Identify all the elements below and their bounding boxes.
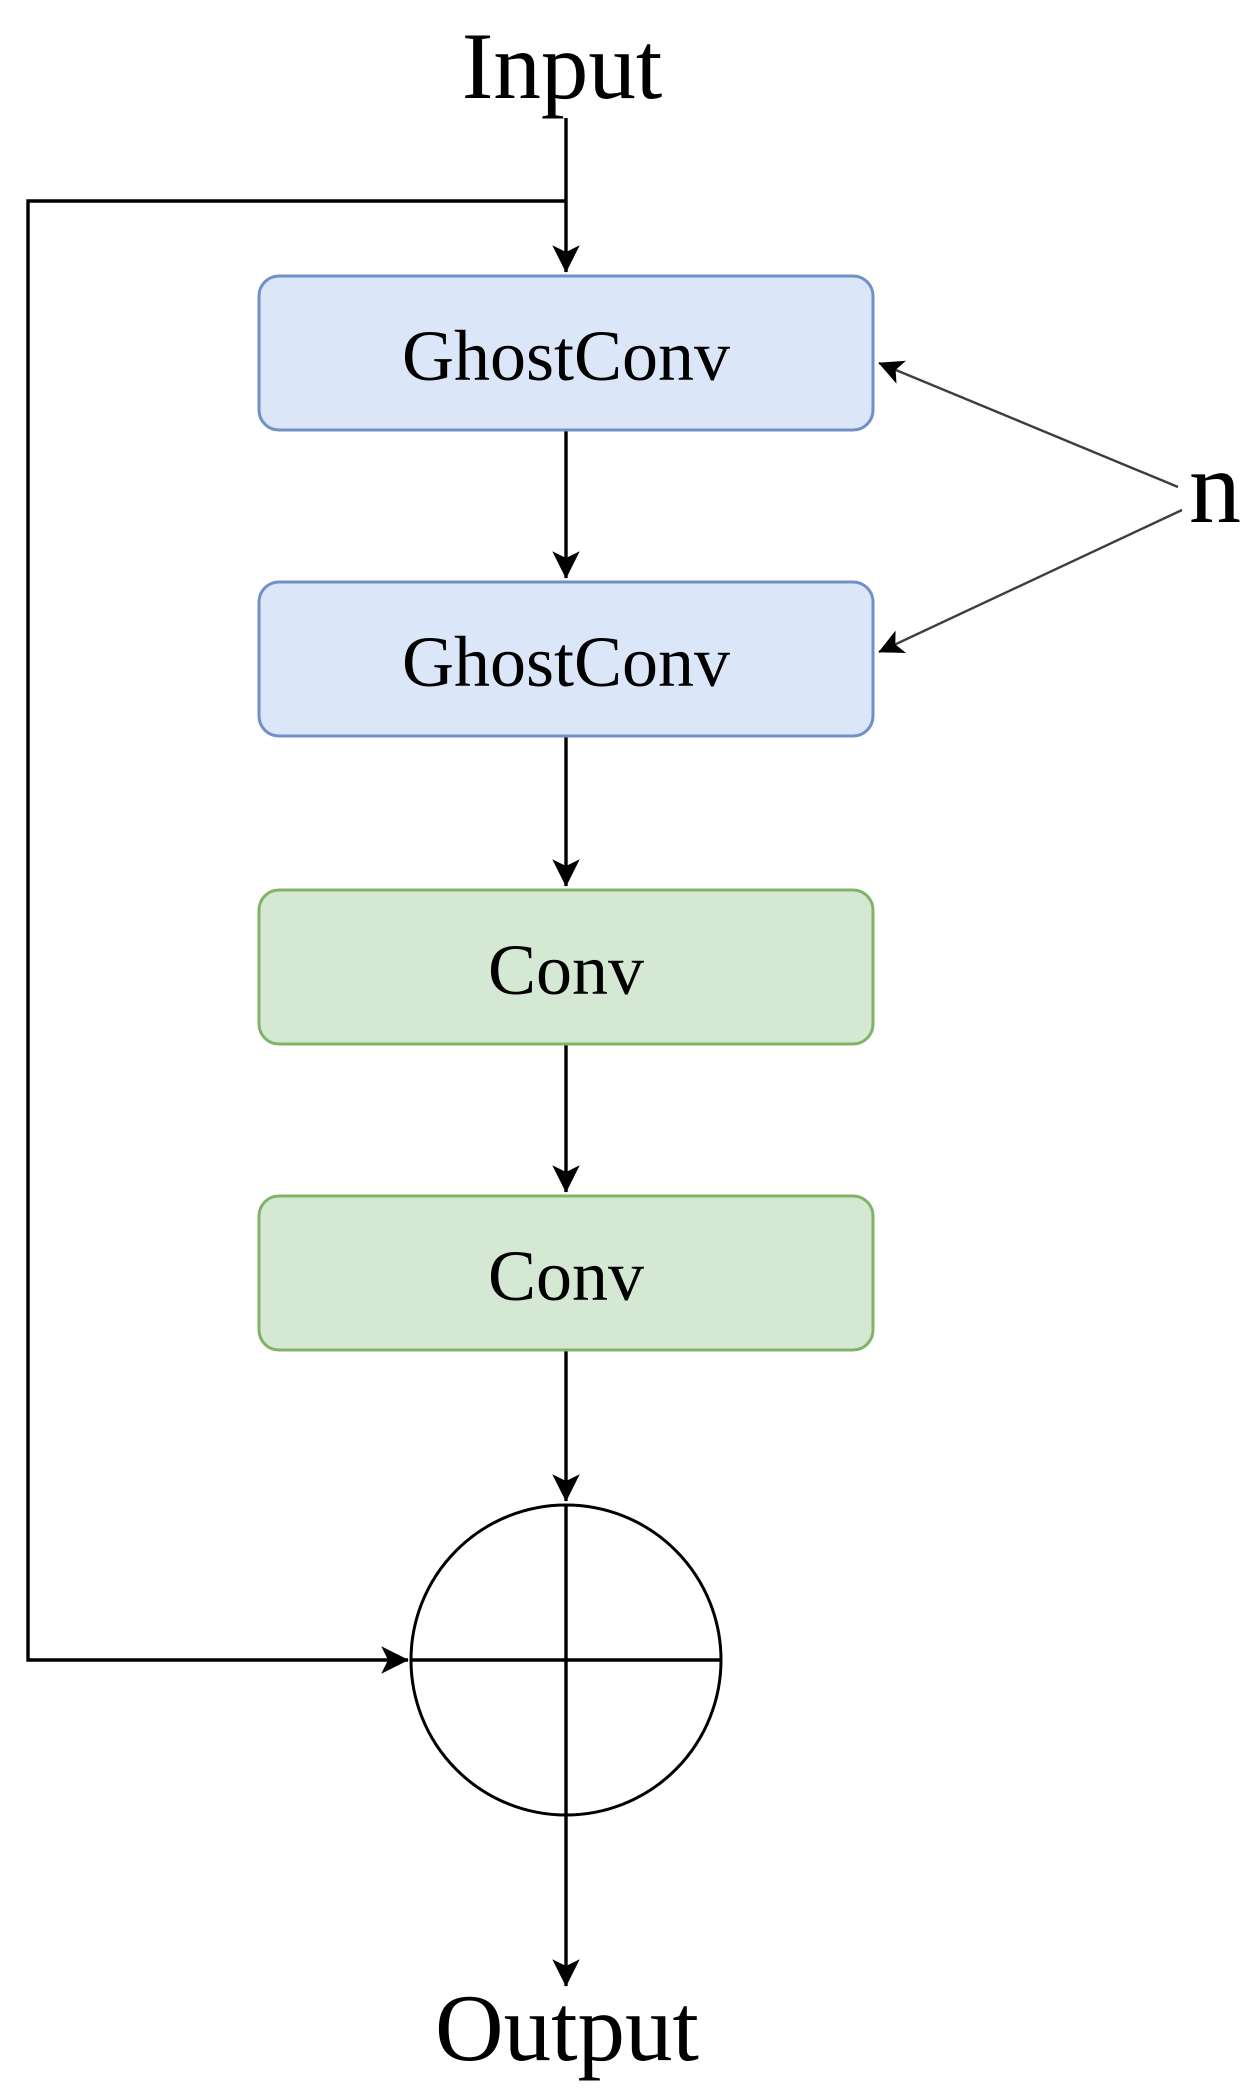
ghostconv-2-box bbox=[257, 580, 875, 738]
conv-1-label: Conv bbox=[488, 930, 644, 1010]
conv-2-box bbox=[257, 1194, 875, 1352]
ghostconv-1-label: GhostConv bbox=[402, 316, 730, 396]
flow-lines bbox=[26, 118, 580, 1987]
skip-connection-line bbox=[26, 199, 566, 1674]
node-boxes bbox=[257, 274, 875, 1352]
output-label: Output bbox=[435, 1975, 699, 2081]
node-labels: GhostConv GhostConv Conv Conv bbox=[402, 316, 730, 1316]
repeat-annotation-lines bbox=[878, 360, 1183, 654]
repeat-arrow-to-ghostconv1 bbox=[878, 360, 1179, 489]
conv-1-box bbox=[257, 888, 875, 1046]
input-label: Input bbox=[462, 13, 663, 119]
ghostconv-1-box bbox=[257, 274, 875, 432]
ghostconv-2-label: GhostConv bbox=[402, 622, 730, 702]
conv-2-label: Conv bbox=[488, 1236, 644, 1316]
repeat-count-label: n bbox=[1189, 430, 1241, 545]
add-operator bbox=[409, 1503, 723, 1817]
repeat-arrow-to-ghostconv2 bbox=[878, 508, 1183, 654]
